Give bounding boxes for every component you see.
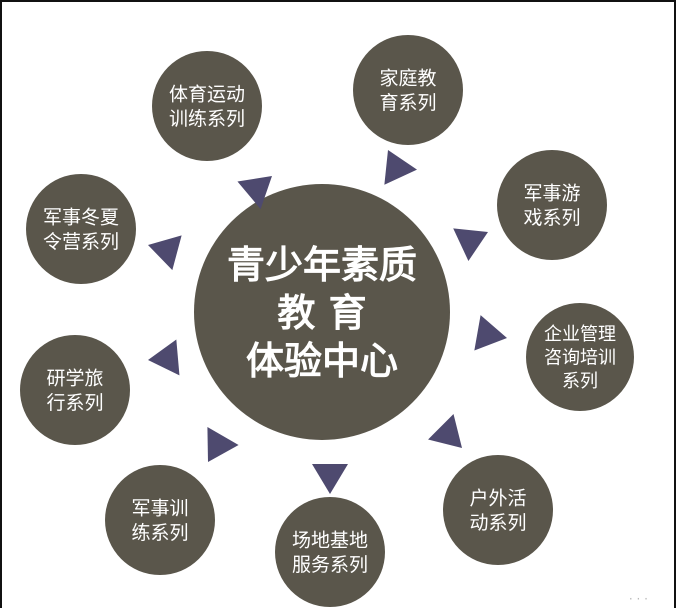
triangle-arrow-icon bbox=[428, 414, 462, 448]
triangle-arrow-icon bbox=[474, 315, 507, 351]
center-circle bbox=[194, 184, 450, 440]
watermark: · · · bbox=[628, 592, 648, 606]
triangle-arrow-icon bbox=[207, 427, 239, 462]
node-label-line: 训练系列 bbox=[169, 108, 245, 130]
triangle-arrow-icon bbox=[312, 464, 348, 494]
node-circle bbox=[353, 35, 463, 145]
triangle-arrow-icon bbox=[148, 235, 182, 271]
center-title-line: 教 育 bbox=[277, 291, 366, 335]
arrow-group bbox=[148, 150, 507, 494]
node-label-line: 练系列 bbox=[131, 522, 188, 544]
node-label-line: 咨询培训 bbox=[544, 347, 616, 368]
node-label-line: 体育运动 bbox=[169, 83, 245, 105]
node-label-line: 军事训 bbox=[131, 497, 188, 519]
node-circle bbox=[443, 455, 553, 565]
node-circle bbox=[26, 174, 136, 284]
triangle-arrow-icon bbox=[148, 339, 180, 376]
node-label-line: 戏系列 bbox=[523, 207, 580, 229]
node-label-line: 军事游 bbox=[523, 182, 580, 204]
node-circle bbox=[526, 303, 634, 411]
node-label-line: 育系列 bbox=[379, 92, 436, 114]
node-label-line: 系列 bbox=[562, 371, 598, 392]
node-circle bbox=[497, 150, 607, 260]
node-label-line: 户外活 bbox=[469, 487, 526, 509]
node-label-line: 令营系列 bbox=[43, 231, 119, 253]
triangle-arrow-icon bbox=[384, 150, 417, 185]
node-label-line: 军事冬夏 bbox=[43, 206, 119, 228]
center-title-line: 青少年素质 bbox=[227, 243, 417, 287]
node-circle bbox=[20, 335, 130, 445]
triangle-arrow-icon bbox=[237, 176, 272, 210]
triangle-arrow-icon bbox=[453, 228, 488, 261]
node-label-line: 家庭教 bbox=[379, 67, 436, 89]
node-label-line: 企业管理 bbox=[544, 324, 616, 345]
node-circle bbox=[152, 51, 262, 161]
node-circle bbox=[105, 465, 215, 575]
center-title-line: 体验中心 bbox=[246, 339, 398, 383]
node-label-line: 场地基地 bbox=[292, 529, 368, 551]
node-label-line: 动系列 bbox=[469, 512, 526, 534]
node-label-line: 行系列 bbox=[46, 392, 103, 414]
node-circle bbox=[275, 497, 385, 607]
node-label-line: 研学旅 bbox=[46, 367, 103, 389]
node-label-line: 服务系列 bbox=[292, 554, 368, 576]
